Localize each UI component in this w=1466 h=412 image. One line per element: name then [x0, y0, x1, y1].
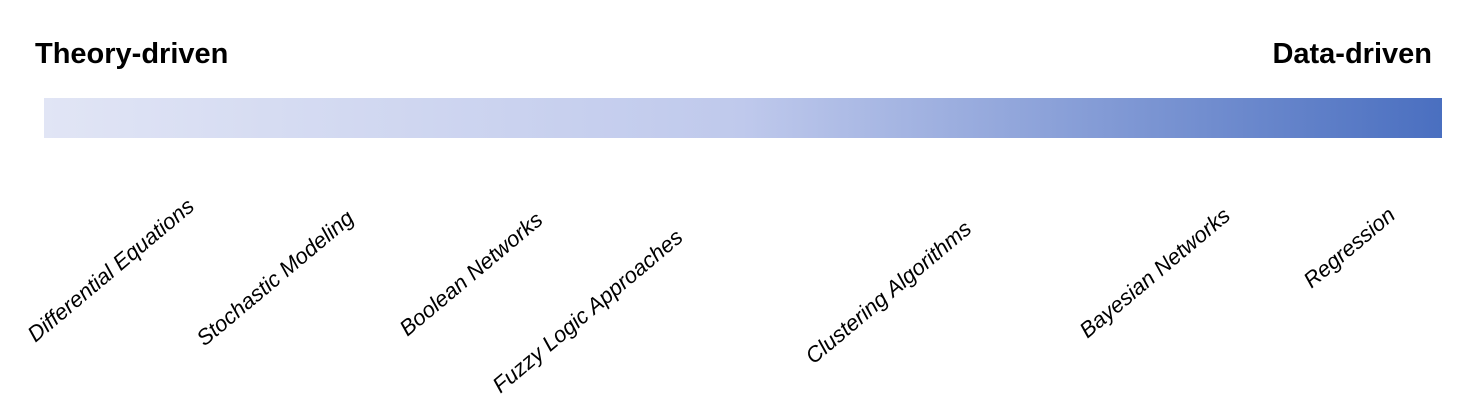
method-label-clustering-algorithms: Clustering Algorithms — [800, 215, 977, 369]
method-label-differential-equations: Differential Equations — [22, 193, 199, 347]
method-label-fuzzy-logic-approaches: Fuzzy Logic Approaches — [487, 224, 688, 398]
method-label-regression: Regression — [1298, 202, 1400, 293]
data-driven-label: Data-driven — [1272, 38, 1432, 70]
method-label-boolean-networks: Boolean Networks — [394, 206, 548, 341]
method-label-bayesian-networks: Bayesian Networks — [1074, 202, 1235, 343]
method-label-stochastic-modeling: Stochastic Modeling — [191, 205, 359, 351]
spectrum-gradient-bar — [44, 98, 1442, 138]
theory-driven-label: Theory-driven — [35, 38, 229, 70]
